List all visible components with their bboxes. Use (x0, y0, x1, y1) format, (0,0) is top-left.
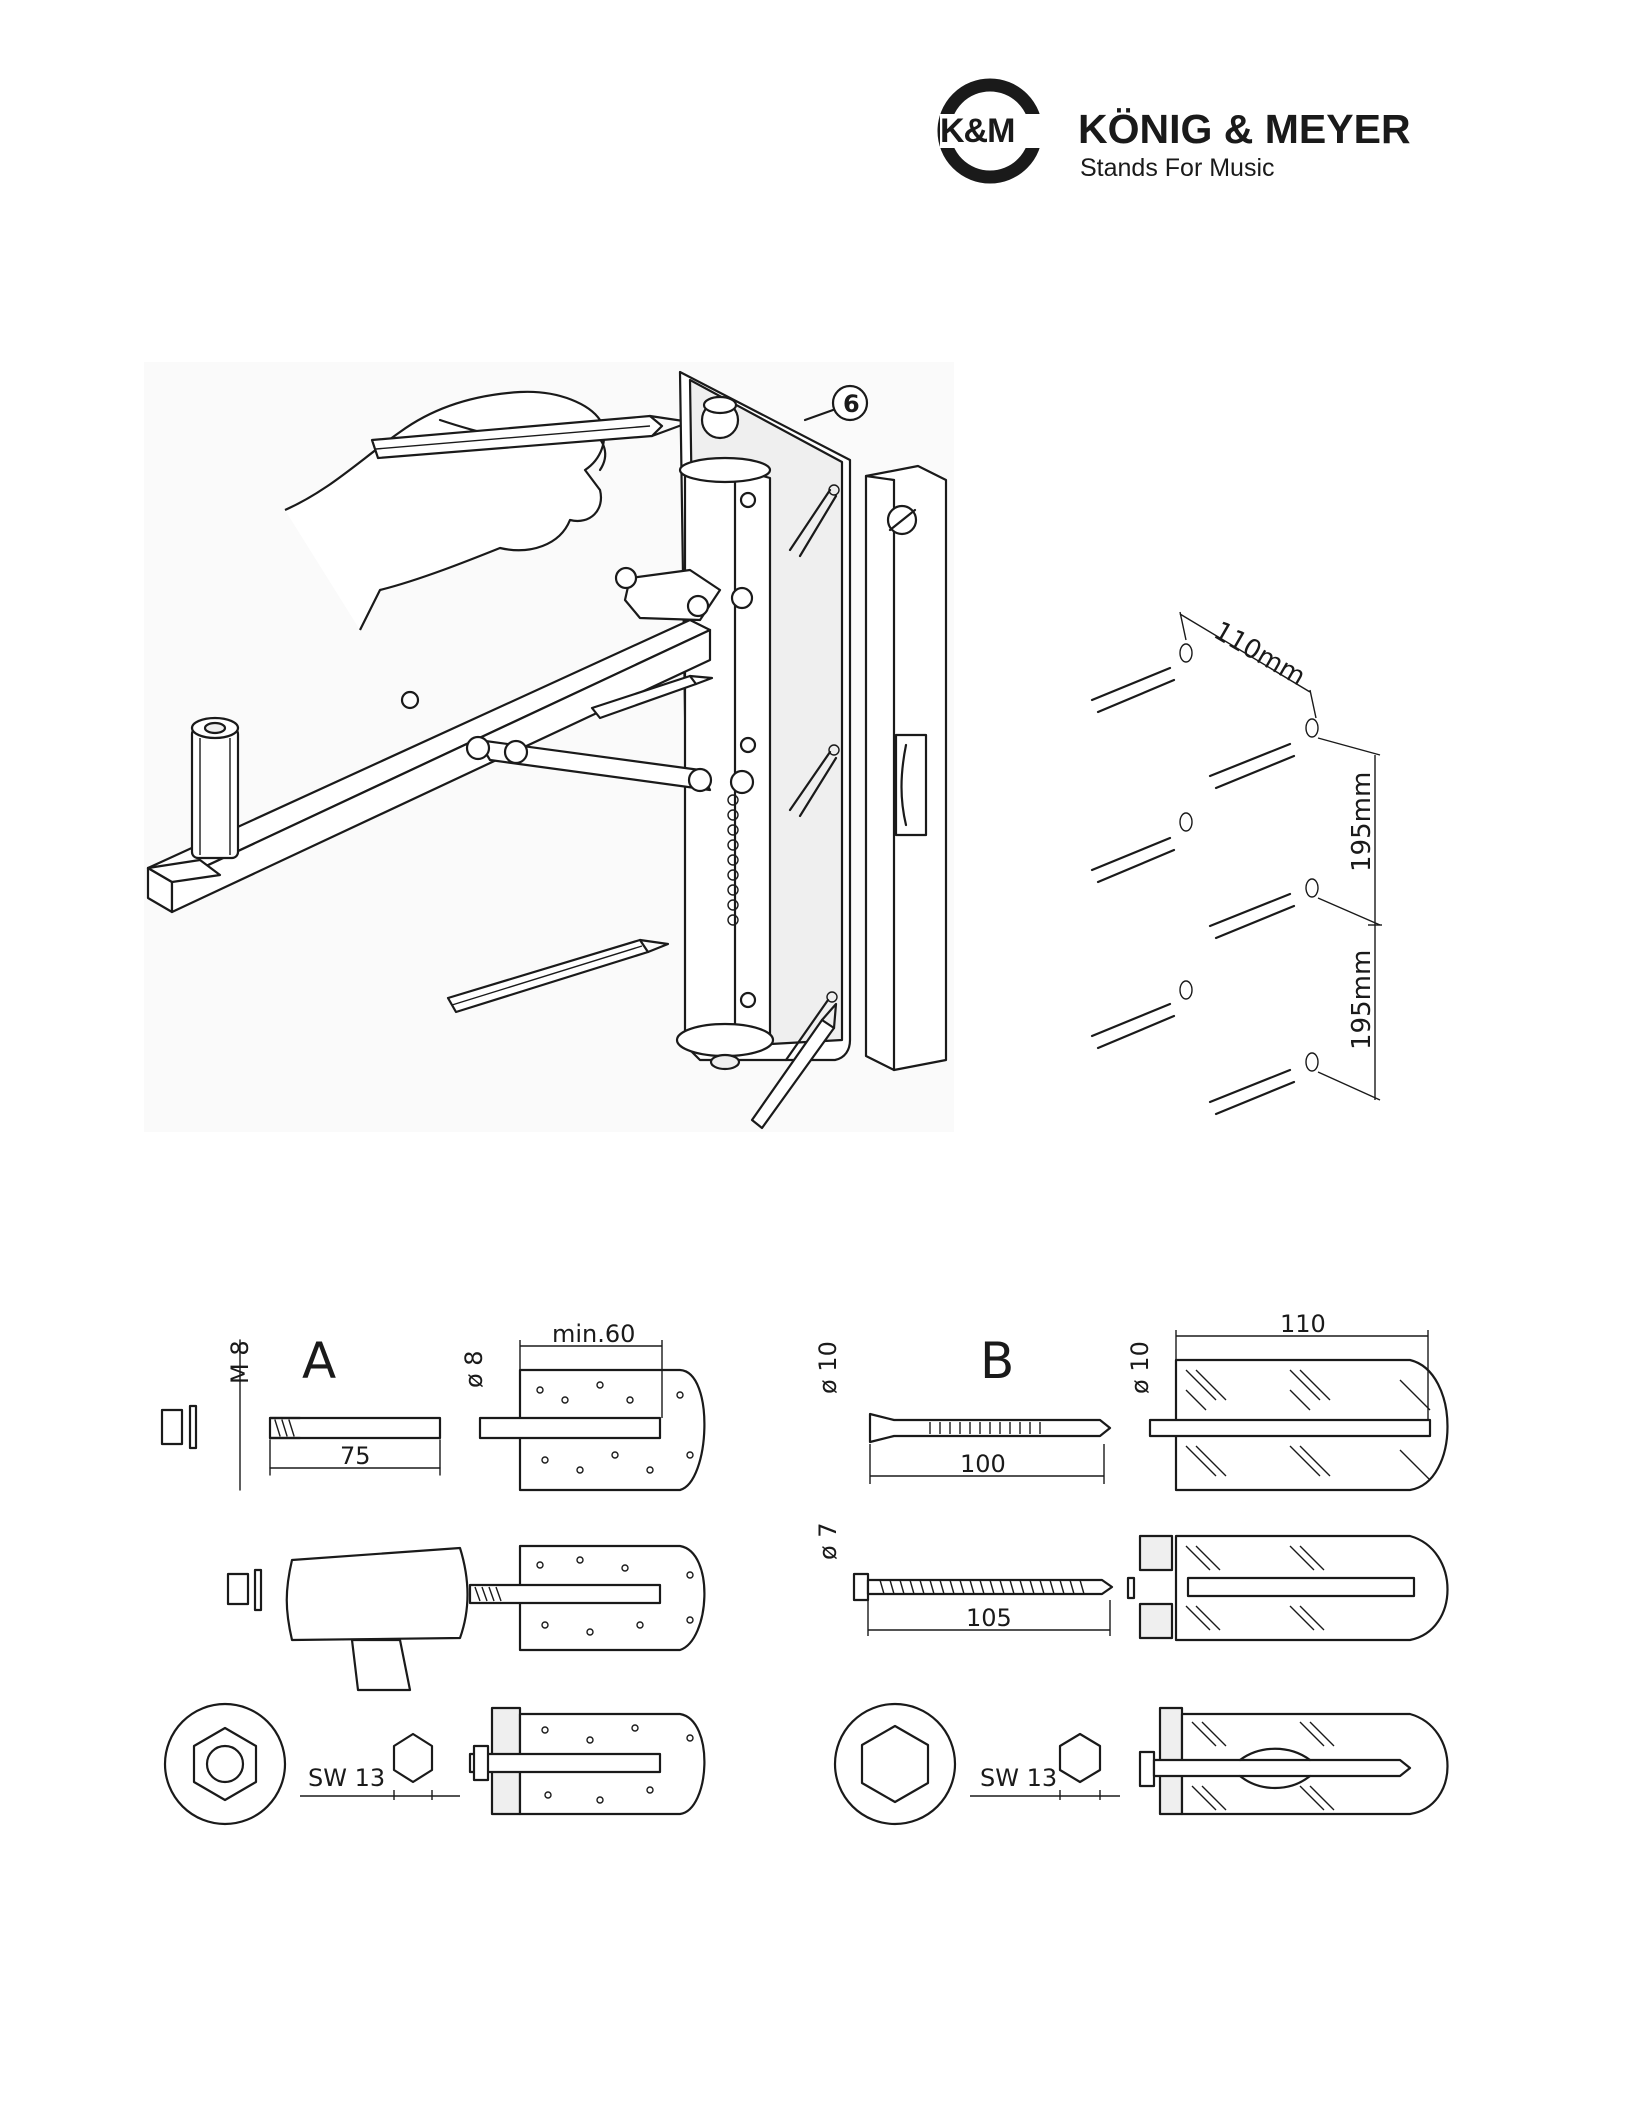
concrete-block-1 (480, 1340, 704, 1490)
logo-mark: K&M (940, 112, 1014, 151)
b-plug-length: 100 (960, 1450, 1006, 1478)
b-plug-diameter: ø 10 (814, 1341, 842, 1394)
b-screw-diameter: ø 7 (814, 1522, 842, 1560)
vertical-column (685, 468, 770, 1050)
variant-a-diagram: A M 8 75 ø 8 min.60 (150, 1310, 730, 1830)
finished-step-b (835, 1704, 1448, 1824)
b-wrench-size: SW 13 (980, 1764, 1057, 1792)
drill-holes (1180, 644, 1318, 1071)
b-drill-depth: 110 (1280, 1310, 1326, 1338)
variant-b-label: B (980, 1332, 1014, 1390)
variant-b-diagram: B ø 10 100 ø 10 110 ø 7 105 (810, 1310, 1450, 1830)
a-wrench-size: SW 13 (308, 1764, 385, 1792)
spacing-vertical-1: 195mm (1347, 772, 1377, 872)
brand-logo: K&M KÖNIG & MEYER Stands For Music (940, 76, 1480, 186)
b-screw-length: 105 (966, 1604, 1012, 1632)
spacing-horizontal: 110mm (1209, 616, 1311, 692)
a-bolt-length: 75 (340, 1442, 371, 1470)
anchor-bolt (162, 1340, 440, 1490)
hollow-brick-2 (1128, 1536, 1448, 1640)
b-drill-diameter: ø 10 (1126, 1341, 1154, 1394)
a-drill-depth: min.60 (552, 1320, 635, 1348)
spacing-vertical-2: 195mm (1347, 950, 1377, 1050)
drill-pattern-diagram: 110mm 195mm 195mm (1080, 580, 1500, 1140)
variant-a-label: A (302, 1332, 336, 1390)
brand-tagline: Stands For Music (1080, 154, 1275, 183)
drill-bits (1092, 668, 1294, 1114)
hollow-brick-1 (1150, 1330, 1448, 1490)
spirit-level (866, 466, 946, 1070)
brand-name: KÖNIG & MEYER (1078, 106, 1411, 153)
callout-number: 6 (843, 390, 860, 418)
hammer-step (228, 1546, 704, 1690)
a-drill-diameter: ø 8 (460, 1350, 488, 1388)
finished-step-a (165, 1704, 704, 1824)
